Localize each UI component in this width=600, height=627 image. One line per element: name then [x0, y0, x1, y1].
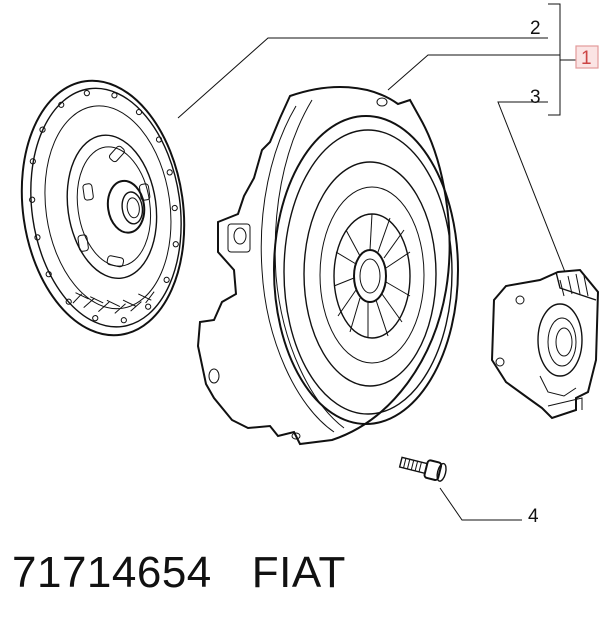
- pressure-plate: [196, 86, 459, 446]
- brand-name: FIAT: [251, 548, 346, 597]
- callout-1: 1: [575, 45, 599, 69]
- bolt: [398, 456, 447, 482]
- callout-2-label: 2: [530, 18, 541, 39]
- part-number: 71714654: [12, 548, 212, 597]
- callout-1-box: [575, 45, 599, 69]
- callout-1-label: 1: [581, 48, 592, 69]
- callout-4-label: 4: [528, 506, 539, 527]
- part-caption: 71714654 FIAT: [12, 548, 346, 598]
- release-bearing: [490, 268, 600, 420]
- clutch-disc: [20, 79, 186, 337]
- callout-3-label: 3: [530, 87, 541, 108]
- leader-lines: [177, 3, 576, 521]
